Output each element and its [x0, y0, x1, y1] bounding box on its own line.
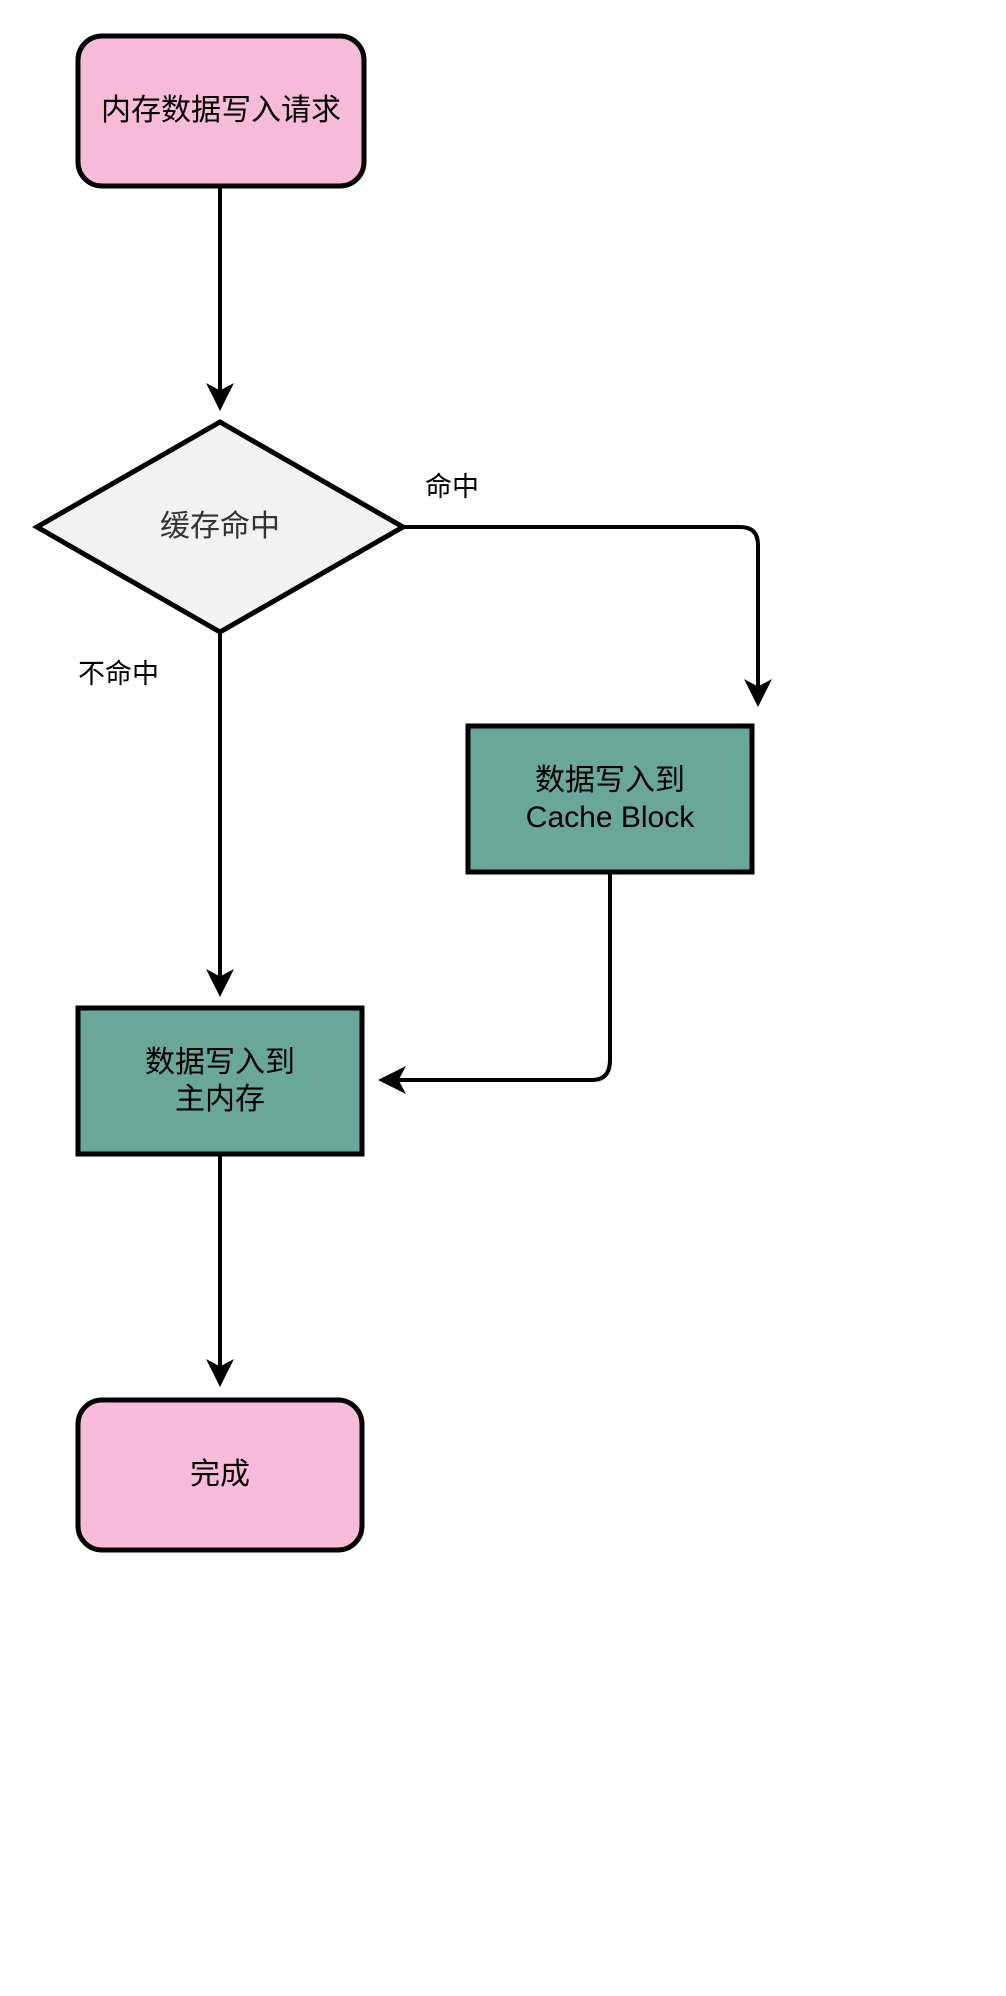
node-write-memory[interactable] [75, 1005, 365, 1157]
node-write-memory-shape[interactable] [75, 1005, 365, 1157]
edge-write-cache-to-write-memory [378, 872, 612, 1094]
node-start[interactable] [75, 33, 367, 189]
node-start-shape[interactable] [75, 33, 367, 189]
edge-line [402, 525, 772, 707]
edge-label-miss: 不命中 [78, 659, 159, 689]
edge-decision-to-write-cache [402, 525, 772, 707]
node-end[interactable] [75, 1397, 365, 1553]
node-write-cache-shape[interactable] [465, 723, 755, 875]
node-decision[interactable] [31, 419, 409, 635]
edge-line [378, 872, 612, 1094]
edge-label-hit: 命中 [425, 472, 479, 502]
node-write-cache[interactable] [465, 723, 755, 875]
node-end-shape[interactable] [75, 1397, 365, 1553]
node-decision-shape[interactable] [31, 419, 409, 635]
